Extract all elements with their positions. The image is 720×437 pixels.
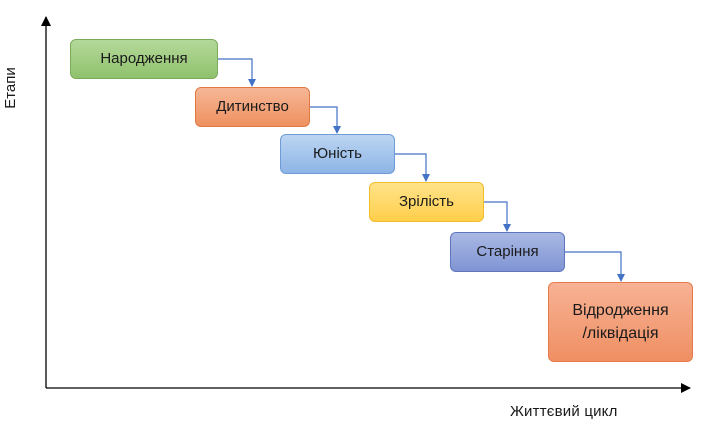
y-axis-label: Етапи <box>2 67 19 109</box>
connector-arrow <box>218 58 256 87</box>
connectors <box>218 58 625 282</box>
connector-arrow <box>565 251 625 282</box>
stage-box-revival-liquidation: Відродження /ліквідація <box>548 282 693 362</box>
stage-box-birth: Народження <box>70 39 218 79</box>
stage-box-childhood: Дитинство <box>195 87 310 127</box>
stage-box-maturity: Зрілість <box>369 182 484 222</box>
stage-box-aging: Старіння <box>450 232 565 272</box>
x-axis-label: Життєвий цикл <box>510 403 618 420</box>
stage-box-youth: Юність <box>280 134 395 174</box>
connector-arrow <box>484 201 511 232</box>
connector-arrow <box>310 106 341 134</box>
connector-arrow <box>395 153 430 182</box>
